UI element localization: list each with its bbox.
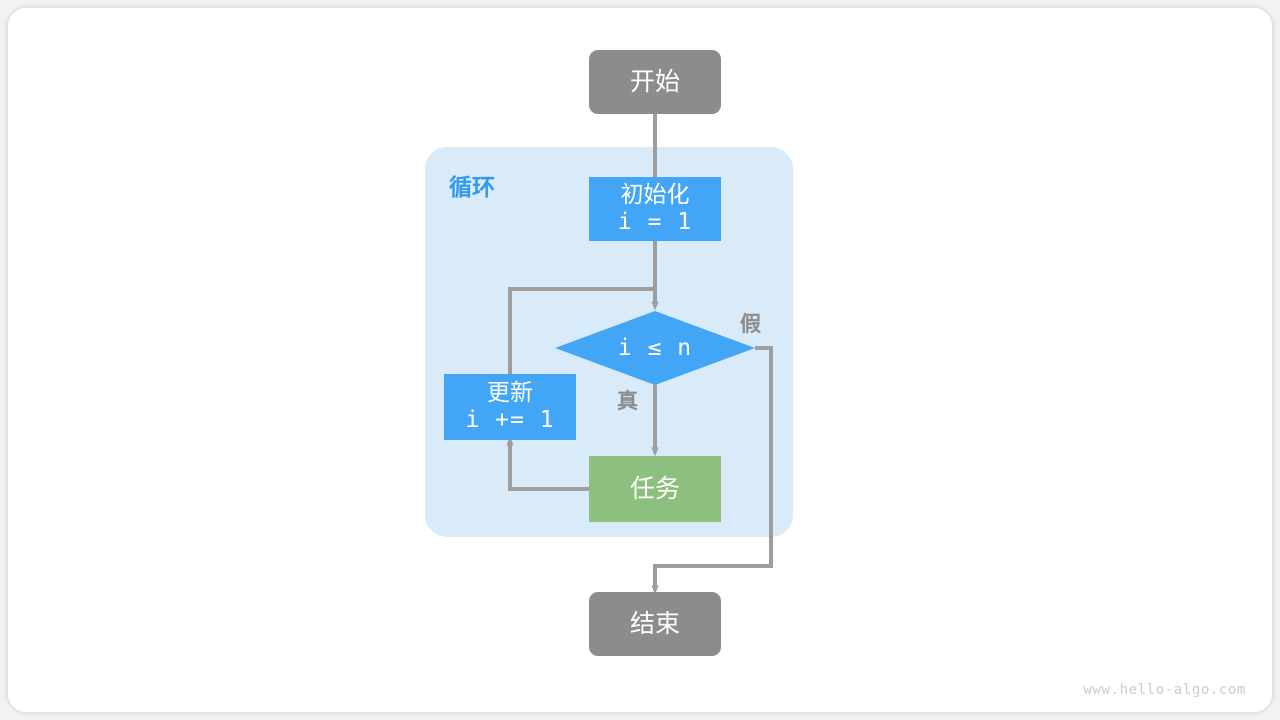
edge-task-to-update — [506, 436, 589, 491]
node-update-expression: i += 1 — [465, 407, 555, 433]
node-end-label: 结束 — [629, 609, 680, 639]
node-task-label: 任务 — [629, 474, 680, 504]
edge-update-to-condition — [508, 287, 655, 374]
node-end[interactable]: 结束 — [589, 592, 721, 656]
node-condition-label: i ≤ n — [617, 335, 693, 361]
node-task[interactable]: 任务 — [589, 456, 721, 522]
node-initialize-label: 初始化 — [620, 181, 690, 208]
edge-label-false: 假 — [740, 312, 761, 336]
loop-region-label: 循环 — [449, 175, 495, 201]
watermark: www.hello-algo.com — [1083, 682, 1246, 698]
node-start-label: 开始 — [629, 67, 680, 97]
node-update[interactable]: 更新 i += 1 — [444, 374, 576, 440]
node-initialize[interactable]: 初始化 i = 1 — [589, 177, 721, 241]
condition-diamond-shape — [555, 311, 755, 385]
node-update-label: 更新 — [487, 379, 533, 406]
node-start[interactable]: 开始 — [589, 50, 721, 114]
node-initialize-expression: i = 1 — [617, 209, 693, 235]
node-condition[interactable]: i ≤ n — [555, 311, 755, 385]
edge-condition-false-to-end — [651, 346, 773, 595]
edge-label-true: 真 — [617, 389, 638, 413]
